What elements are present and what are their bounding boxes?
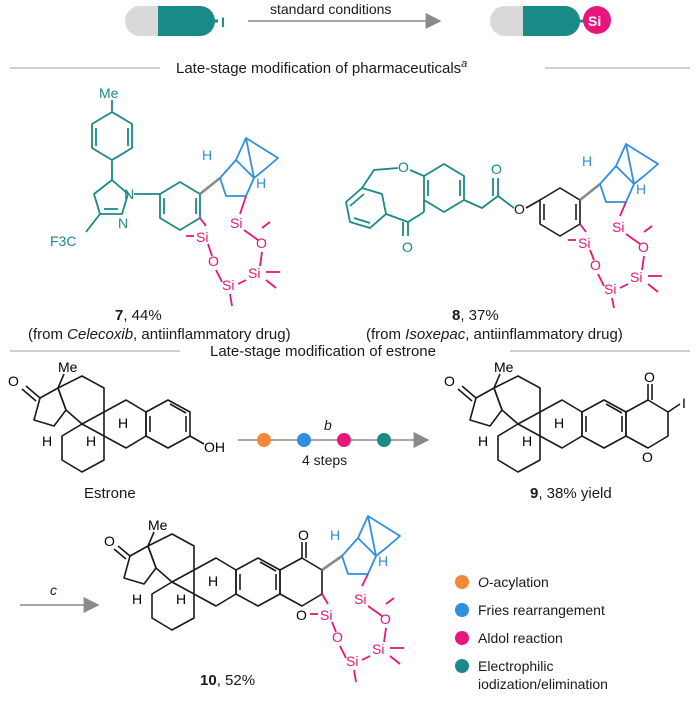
pyrazole-n2-label: N xyxy=(118,215,128,231)
legend-swatch-aldol xyxy=(455,631,469,645)
si-label-c8-4: Si xyxy=(604,281,616,297)
ester-carbonyl-o-label: O xyxy=(491,161,502,177)
c10-h3-label: H xyxy=(208,573,218,589)
compound-9-label: 9, 38% yield xyxy=(530,485,612,502)
o-label-c7-2: O xyxy=(208,253,219,269)
estrone-h3-label: H xyxy=(118,415,128,431)
c10-me-label: Me xyxy=(148,517,168,533)
compound-10-label: 10, 52% xyxy=(200,672,255,689)
si-label-c7-1: Si xyxy=(196,229,208,245)
c9-iodo-label: I xyxy=(682,395,686,411)
legend-swatch-acylation xyxy=(455,575,469,589)
legend-swatch-iodization xyxy=(455,659,469,673)
c10-chromone-o-label: O xyxy=(298,527,309,543)
ketone-o-label: O xyxy=(402,239,413,255)
si-label-c10-4: Si xyxy=(346,653,358,669)
o-label-c10-2: O xyxy=(332,629,343,645)
legend: O-acylation Fries rearrangement Aldol re… xyxy=(455,574,608,692)
oxepine-o-label: O xyxy=(398,159,409,175)
c10-ketone-o-label: O xyxy=(104,533,115,549)
pyrazole-n1-label: N xyxy=(124,186,134,202)
estrone-me-label: Me xyxy=(58,359,78,375)
h-label-c10b: H xyxy=(378,553,388,569)
c9-ring-o-label: O xyxy=(642,449,653,465)
legend-label-aldol: Aldol reaction xyxy=(478,630,563,646)
step-dot-aldol xyxy=(337,433,351,447)
si-label-c8-3: Si xyxy=(630,269,642,285)
step-dot-iodization xyxy=(377,433,391,447)
c10-h2-label: H xyxy=(176,591,186,607)
h-label-c8a: H xyxy=(582,153,592,169)
ester-o-label: O xyxy=(514,201,525,217)
si-label-c10-1: Si xyxy=(320,607,332,623)
legend-label-fries: Fries rearrangement xyxy=(478,602,605,618)
h-label-c8b: H xyxy=(636,181,646,197)
si-label-c10-3: Si xyxy=(372,641,384,657)
si-label-c7-4: Si xyxy=(222,277,234,293)
c9-h3-label: H xyxy=(554,415,564,431)
o-label-c10-1: O xyxy=(380,611,391,627)
estrone-structure: O Me H H H OH xyxy=(8,359,225,473)
si-badge-label: Si xyxy=(588,13,601,29)
compound-7-structure: Me N N F3C H H Si Si O Si Si O xyxy=(50,85,280,307)
legend-label-acylation: O-acylation xyxy=(478,574,549,590)
o-label-c7-1: O xyxy=(256,235,267,251)
c9-chromone-o-label: O xyxy=(644,369,655,385)
si-label-c10-2: Si xyxy=(354,591,366,607)
estrone-oh-label: OH xyxy=(204,439,225,455)
route-step-letter: b xyxy=(324,417,332,433)
step-dot-acylation xyxy=(257,433,271,447)
step-c-letter: c xyxy=(50,582,57,598)
iodine-label: I xyxy=(221,14,225,30)
product-capsule-icon: Si xyxy=(490,6,611,36)
si-label-c7-2: Si xyxy=(230,215,242,231)
pharma-section-title: Late-stage modification of pharmaceutica… xyxy=(176,58,467,77)
methyl-label: Me xyxy=(99,85,119,101)
c9-h1-label: H xyxy=(478,433,488,449)
c9-me-label: Me xyxy=(494,359,514,375)
route-steps-label: 4 steps xyxy=(302,452,347,468)
h-label-c10a: H xyxy=(330,527,340,543)
estrone-h2-label: H xyxy=(86,433,96,449)
estrone-ketone-o-label: O xyxy=(8,373,19,389)
legend-swatch-fries xyxy=(455,603,469,617)
compound-7-source: (from Celecoxib, antiinflammatory drug) xyxy=(28,326,291,343)
route-arrow-group: b 4 steps xyxy=(238,417,430,468)
estrone-h1-label: H xyxy=(42,433,52,449)
c10-ring-o-label: O xyxy=(296,607,307,623)
compound-9-structure: O Me H H H O I O xyxy=(444,359,686,473)
compound-8-source: (from Isoxepac, antiinflammatory drug) xyxy=(366,326,623,343)
c9-ketone-o-label: O xyxy=(444,373,455,389)
legend-label-iodization-2: iodization/elimination xyxy=(478,676,608,692)
estrone-section-title: Late-stage modification of estrone xyxy=(210,343,436,360)
h-label-c7b: H xyxy=(256,175,266,191)
compound-8-label: 8, 37% xyxy=(452,307,499,324)
cf3-label: F3C xyxy=(50,233,76,249)
compound-8-structure: O O O O H H Si Si O Si Si O xyxy=(345,143,662,309)
reaction-condition-label: standard conditions xyxy=(270,1,391,17)
step-dot-fries xyxy=(297,433,311,447)
si-label-c8-2: Si xyxy=(612,219,624,235)
o-label-c8-2: O xyxy=(590,257,601,273)
si-label-c7-3: Si xyxy=(248,265,260,281)
compound-7-label: 7, 44% xyxy=(115,307,162,324)
reactant-capsule-icon: I xyxy=(125,6,225,36)
legend-label-iodization-1: Electrophilic xyxy=(478,658,553,674)
c9-h2-label: H xyxy=(522,433,532,449)
h-label-c7a: H xyxy=(202,147,212,163)
estrone-name: Estrone xyxy=(84,485,136,502)
header-scheme: I standard conditions Si xyxy=(125,1,611,36)
c10-h1-label: H xyxy=(132,591,142,607)
si-label-c8-1: Si xyxy=(578,235,590,251)
compound-10-structure: O Me H H H O O H H Si Si O Si Si O xyxy=(104,515,404,683)
o-label-c8-1: O xyxy=(638,239,649,255)
